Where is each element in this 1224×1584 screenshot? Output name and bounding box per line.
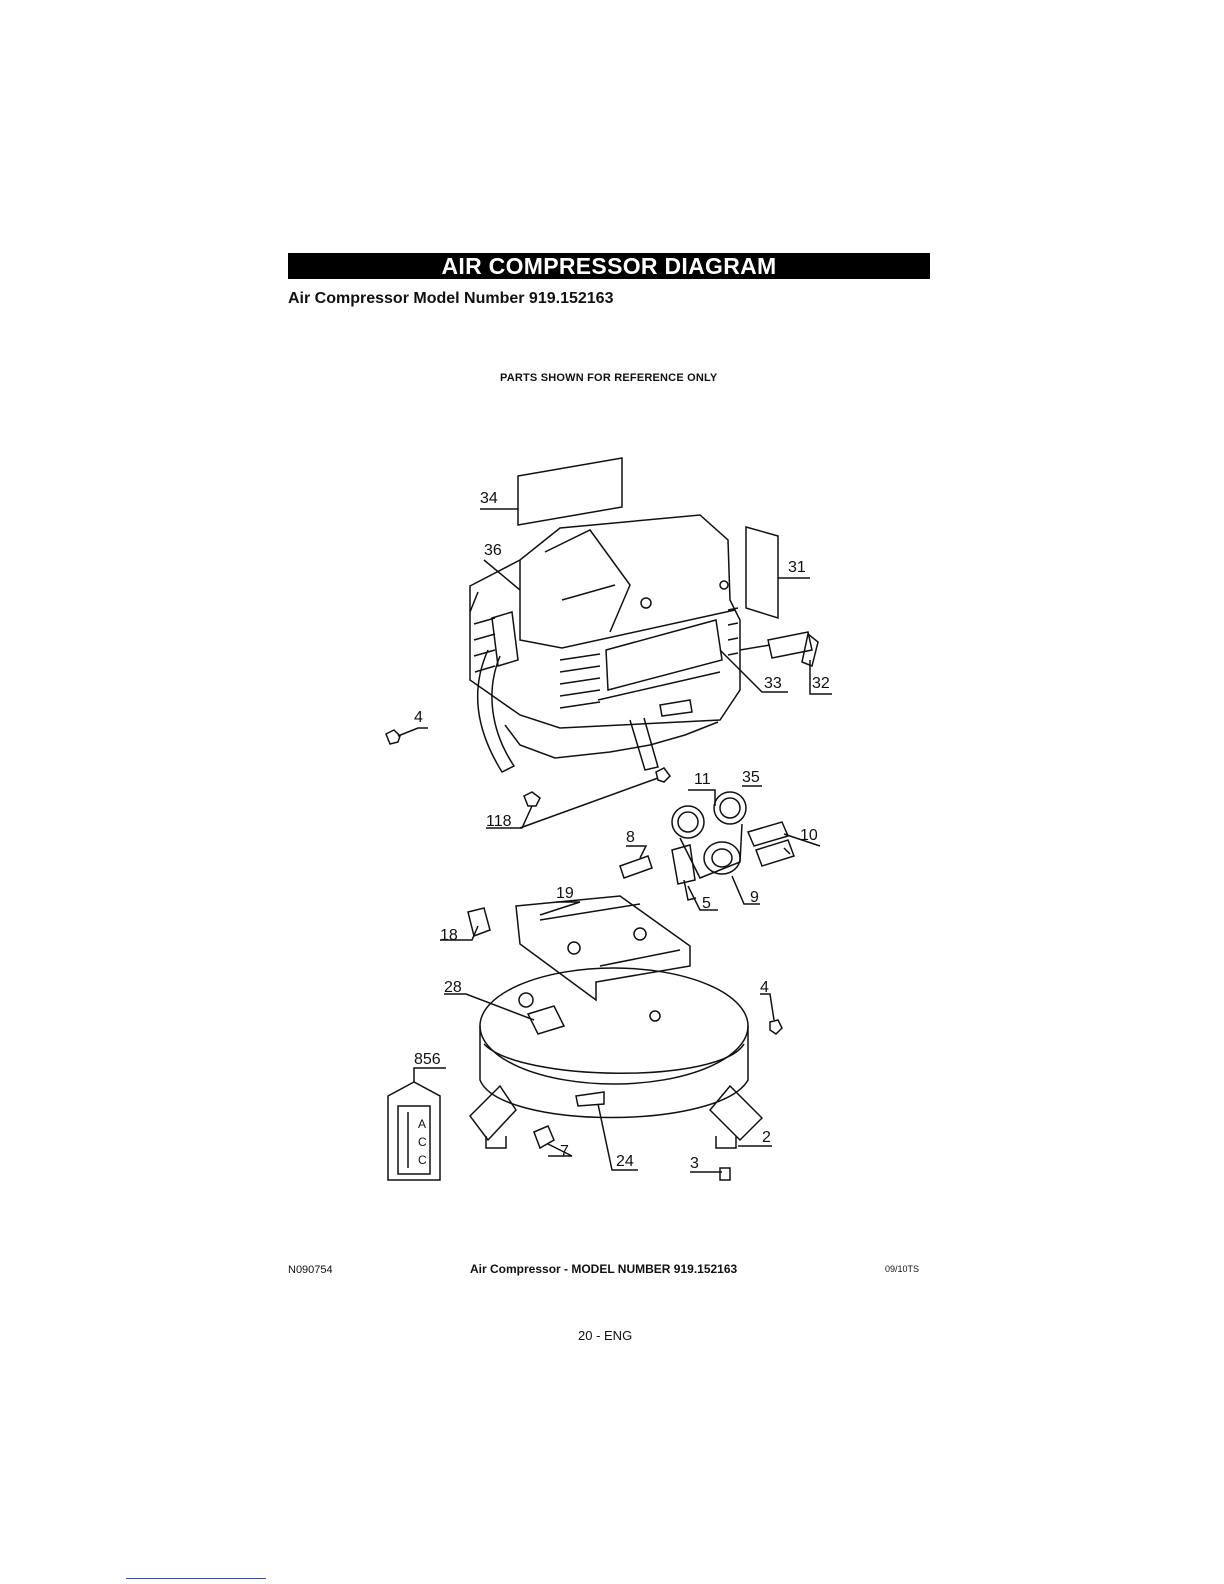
footer-date: 09/10TS xyxy=(885,1264,919,1274)
part-19-bracket xyxy=(516,896,690,1000)
callout-10: 10 xyxy=(800,827,818,844)
manifold-assembly xyxy=(672,792,794,900)
callout-33: 33 xyxy=(764,675,782,692)
compressor-shroud xyxy=(470,515,818,772)
callout-8: 8 xyxy=(626,829,635,846)
callout-35: 35 xyxy=(742,769,760,786)
callout-9: 9 xyxy=(750,889,759,906)
callout-34: 34 xyxy=(480,490,498,507)
callout-32: 32 xyxy=(812,675,830,692)
callout-4-left: 4 xyxy=(414,709,423,726)
link-underline[interactable] xyxy=(126,1578,266,1579)
callout-31: 31 xyxy=(788,559,806,576)
callout-24: 24 xyxy=(616,1153,634,1170)
tag-856-letter-a: A xyxy=(418,1117,426,1131)
callout-2: 2 xyxy=(762,1129,771,1146)
part-118-fitting-a xyxy=(524,792,540,806)
page-number: 20 - ENG xyxy=(578,1328,632,1343)
footer-code: N090754 xyxy=(288,1264,333,1276)
callout-18: 18 xyxy=(440,927,458,944)
part-8-fitting xyxy=(620,856,652,878)
part-856-tag xyxy=(388,1082,440,1180)
part-34-label-card xyxy=(518,458,622,525)
callout-856: 856 xyxy=(414,1051,441,1068)
callout-28: 28 xyxy=(444,979,462,996)
callout-3: 3 xyxy=(690,1155,699,1172)
callout-11: 11 xyxy=(694,771,711,788)
part-4-fitting-right xyxy=(770,1020,782,1034)
tag-856-letter-c2: C xyxy=(418,1153,427,1167)
air-tank xyxy=(470,968,762,1148)
callout-5: 5 xyxy=(702,895,711,912)
callout-36: 36 xyxy=(484,542,502,559)
part-31-label-card xyxy=(746,527,778,618)
callout-118: 118 xyxy=(486,813,512,830)
callout-4-right: 4 xyxy=(760,979,769,996)
part-18-valve xyxy=(468,908,490,936)
callout-7: 7 xyxy=(560,1143,569,1160)
part-4-fitting-left xyxy=(386,730,400,744)
part-118-fitting-b xyxy=(656,768,670,782)
part-3-screw xyxy=(720,1168,730,1180)
callout-19: 19 xyxy=(556,885,574,902)
footer-model: Air Compressor - MODEL NUMBER 919.152163 xyxy=(470,1262,737,1276)
tag-856-letter-c1: C xyxy=(418,1135,427,1149)
